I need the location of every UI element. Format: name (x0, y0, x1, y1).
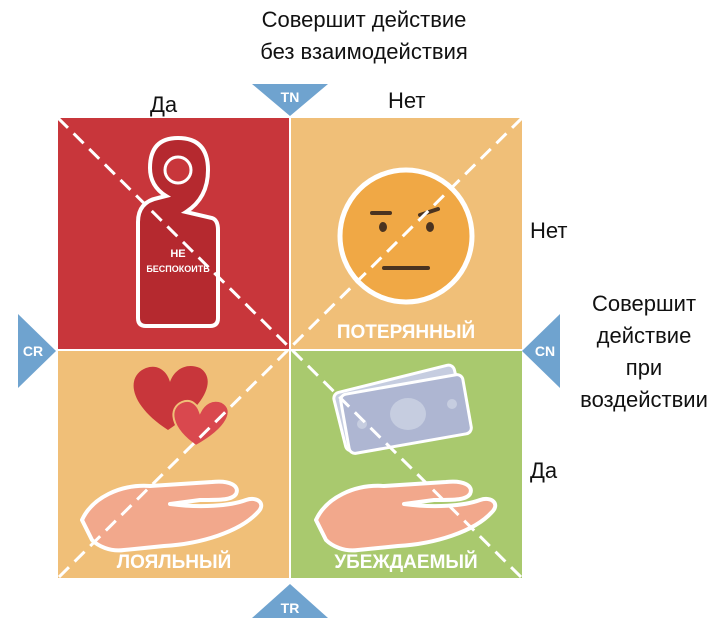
axis-label-yes-top: Да (150, 92, 178, 117)
top-caption-line2: без взаимодействия (260, 39, 468, 64)
marker-left-label: CR (23, 343, 43, 359)
quadrant-label-loyal: ЛОЯЛЬНЫЙ (117, 551, 231, 573)
marker-right-triangle (522, 314, 560, 388)
right-caption-line1: Совершит (591, 291, 697, 316)
marker-top-triangle (252, 84, 328, 116)
door-hanger-icon (136, 135, 220, 328)
marker-left-triangle (18, 314, 56, 388)
marker-bottom-triangle (252, 584, 328, 618)
axis-label-yes-right: Да (530, 458, 558, 483)
right-caption: Совершит действие при воздействии (560, 288, 728, 416)
quadrant-label-lost: ПОТЕРЯННЫЙ (337, 321, 475, 343)
banknotes-icon (332, 363, 473, 455)
marker-top-label: TN (281, 89, 300, 105)
sign-text-line1: НЕ (170, 248, 185, 260)
neutral-face-icon (337, 167, 475, 305)
axis-label-no-top: Нет (388, 88, 426, 113)
top-caption: Совершит действие без взаимодействия (0, 4, 728, 68)
axis-label-no-right: Нет (530, 218, 568, 243)
top-caption-line1: Совершит действие (261, 7, 467, 32)
hand-icon (314, 479, 498, 553)
right-caption-line3: при (625, 355, 663, 380)
right-caption-line2: действие (596, 323, 692, 348)
sign-text-line2: БЕСПОКОИТЬ (146, 264, 210, 274)
hand-icon (80, 479, 264, 553)
marker-bottom-label: TR (281, 600, 300, 616)
hearts-icon (133, 365, 230, 448)
marker-right-label: CN (535, 343, 555, 359)
quadrant-label-persuadable: УБЕЖДАЕМЫЙ (334, 551, 477, 573)
right-caption-line4: воздействии (580, 387, 708, 412)
